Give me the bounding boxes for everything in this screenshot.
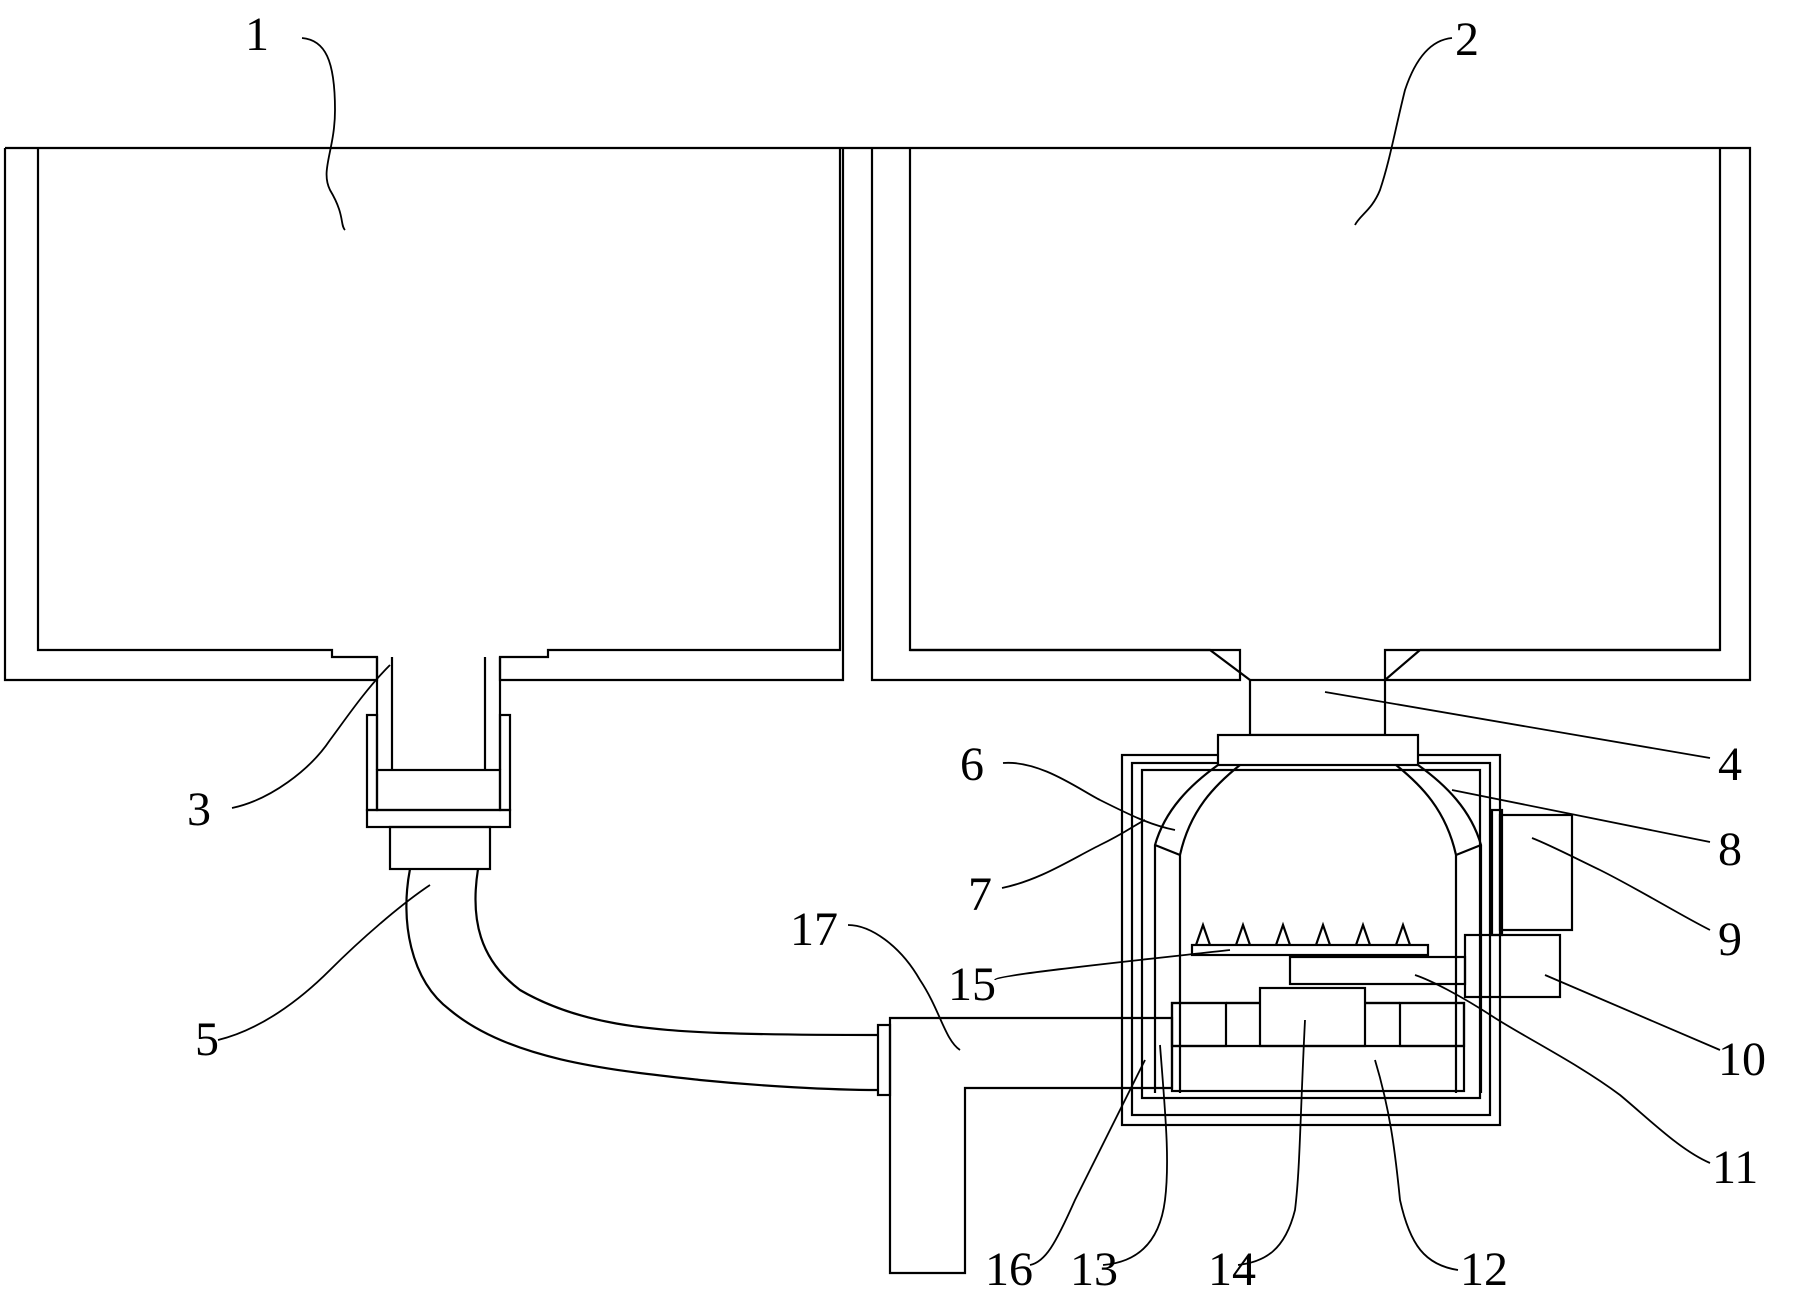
label-10: 10 bbox=[1718, 1033, 1766, 1086]
label-15: 15 bbox=[948, 958, 996, 1011]
label-11: 11 bbox=[1712, 1141, 1758, 1194]
outlet-pipe-3 bbox=[365, 657, 512, 871]
label-16: 16 bbox=[985, 1243, 1033, 1290]
pump-17 bbox=[876, 1016, 1174, 1275]
label-6: 6 bbox=[960, 738, 984, 791]
label-4: 4 bbox=[1718, 738, 1742, 791]
label-8: 8 bbox=[1718, 823, 1742, 876]
motor-box-9 bbox=[1490, 808, 1574, 937]
motor-14 bbox=[1170, 986, 1466, 1048]
label-7: 7 bbox=[968, 868, 992, 921]
blade-15 bbox=[1190, 921, 1430, 957]
label-2: 2 bbox=[1455, 13, 1479, 66]
label-3: 3 bbox=[187, 783, 211, 836]
box-10 bbox=[1463, 933, 1562, 999]
label-13: 13 bbox=[1070, 1243, 1118, 1290]
tank-1 bbox=[3, 146, 1242, 682]
label-14: 14 bbox=[1208, 1243, 1256, 1290]
label-5: 5 bbox=[195, 1013, 219, 1066]
label-9: 9 bbox=[1718, 913, 1742, 966]
tank-2 bbox=[872, 146, 1752, 682]
label-12: 12 bbox=[1460, 1243, 1508, 1290]
hood-6 bbox=[1153, 764, 1483, 1093]
part-labels: 1 2 3 4 5 6 7 8 9 10 11 12 13 14 15 16 1… bbox=[187, 8, 1766, 1290]
outlet-pipe-4 bbox=[1216, 678, 1420, 767]
leader-lines bbox=[217, 37, 1721, 1271]
housing bbox=[1120, 753, 1502, 1127]
hose-5 bbox=[405, 868, 879, 1092]
label-17: 17 bbox=[790, 903, 838, 956]
label-1: 1 bbox=[245, 8, 269, 61]
shaft-11 bbox=[1288, 955, 1467, 986]
